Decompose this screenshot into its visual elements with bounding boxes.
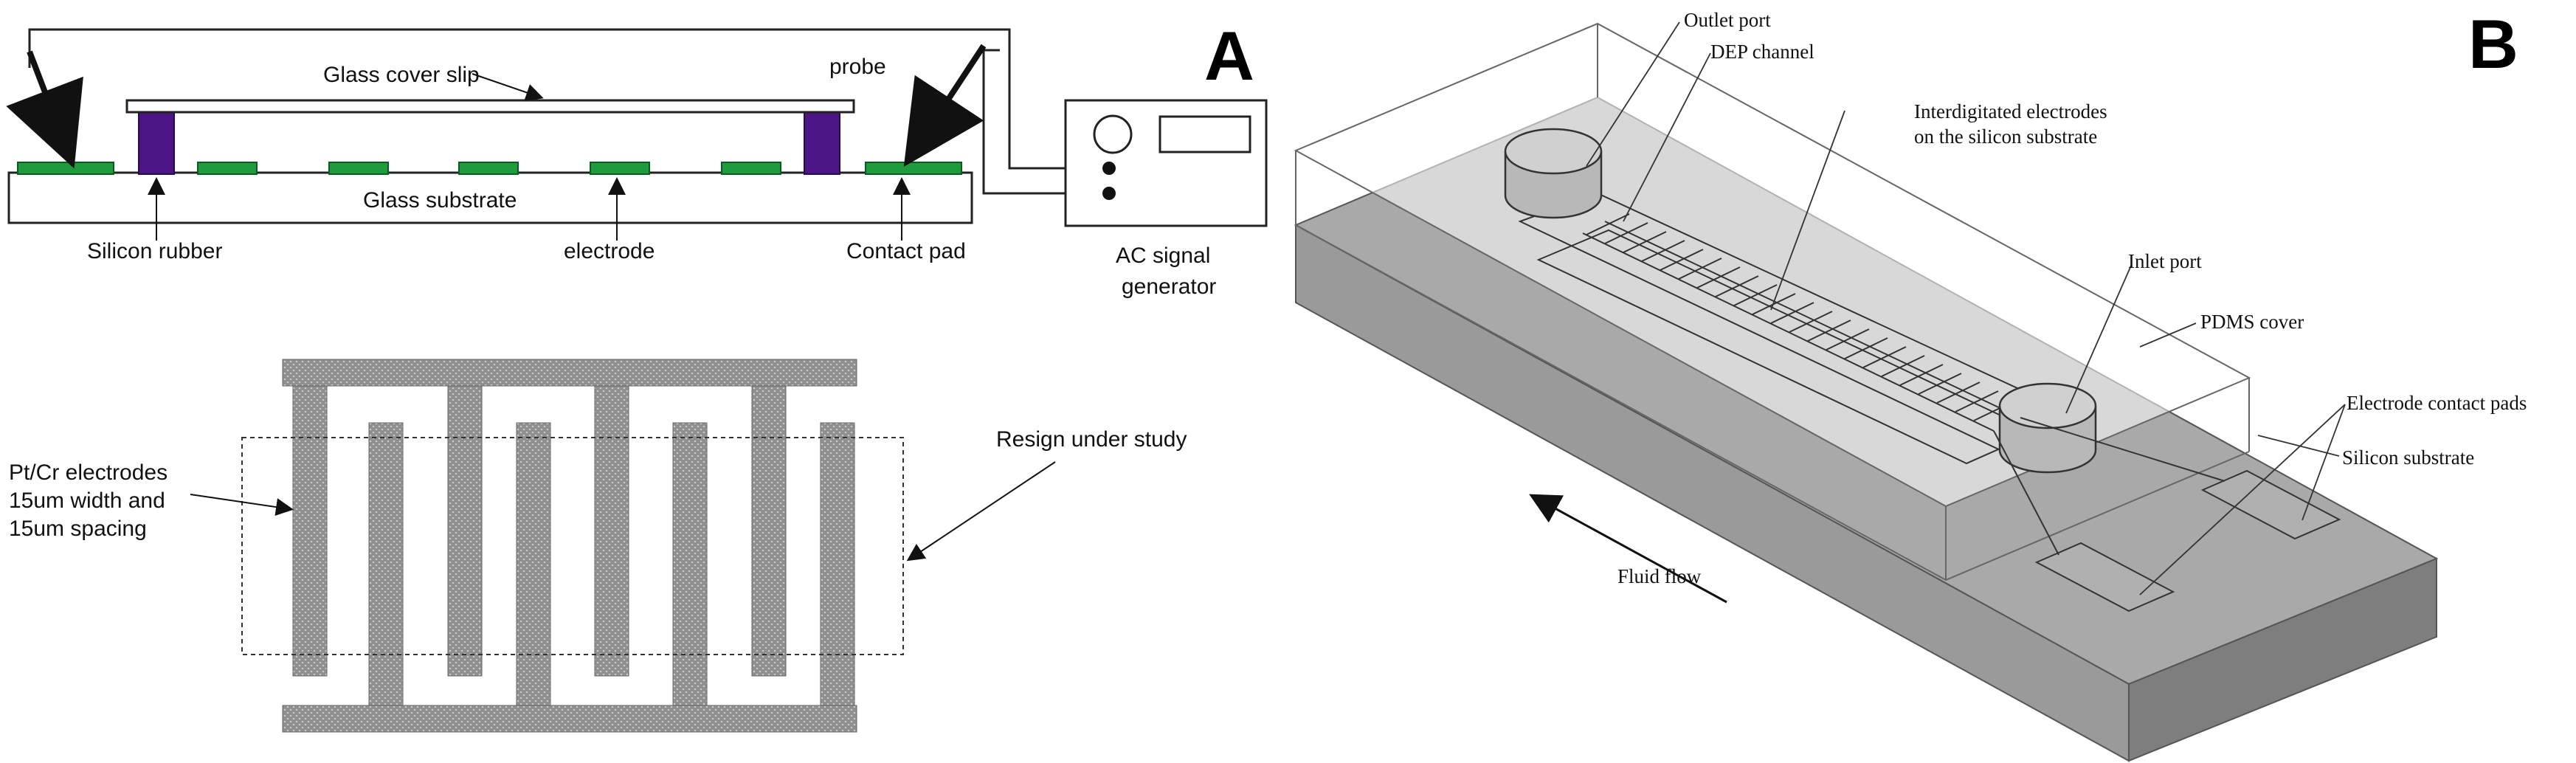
label-electrode-contact-pads: Electrode contact pads	[2347, 392, 2527, 414]
generator-terminal	[1102, 187, 1116, 200]
electrode-finger	[751, 385, 787, 677]
electrode-contact-pad	[2034, 542, 2175, 612]
label-probe: probe	[829, 55, 886, 79]
label-electrodes-line2: 15um width and	[9, 488, 165, 513]
electrode-finger	[594, 385, 629, 677]
glass-cover-slip	[125, 99, 855, 114]
electrode-strip	[458, 162, 519, 175]
inlet-port	[1998, 382, 2097, 474]
outlet-port	[1504, 128, 1603, 219]
probe-wire	[28, 28, 1109, 170]
panel-b-device: Fluid flow Outlet port DEP channel Inter…	[1294, 5, 2527, 762]
substrate-side-face	[2128, 557, 2437, 762]
electrode-finger	[368, 422, 404, 706]
label-pdms-cover: PDMS cover	[2200, 311, 2304, 333]
electrode-finger	[516, 422, 551, 706]
panel-a-electrode-layout: Pt/Cr electrodes 15um width and 15um spa…	[9, 359, 1187, 733]
panel-b-leaders	[1586, 21, 2346, 595]
glass-substrate	[7, 171, 973, 224]
fluid-flow-arrow	[1529, 494, 1727, 604]
silicon-rubber-right	[804, 110, 840, 175]
panel-a-cross-section: Glass cover slip probe Glass substrate S…	[6, 17, 1268, 299]
electrode-lead	[1993, 430, 2059, 556]
silicon-rubber-left	[138, 110, 175, 175]
label-generator: generator	[1122, 275, 1216, 299]
probe-right	[903, 44, 987, 168]
label-silicon-rubber: Silicon rubber	[87, 239, 222, 263]
region-under-study-box	[241, 437, 904, 655]
label-glass-substrate: Glass substrate	[363, 188, 517, 213]
bottom-electrode-fingers	[368, 422, 855, 706]
leader-cover-slip	[472, 73, 544, 101]
label-inlet-port: Inlet port	[2128, 250, 2202, 272]
label-interdigitated-line2: on the silicon substrate	[1914, 125, 2097, 148]
label-contact-pad: Contact pad	[846, 239, 966, 263]
electrode-finger-group	[1586, 213, 2017, 421]
label-dep-channel: DEP channel	[1710, 41, 1814, 63]
label-electrodes-line3: 15um spacing	[9, 517, 147, 541]
electrode-strip	[590, 162, 650, 175]
contact-pad-left	[17, 162, 114, 175]
label-ac-signal: AC signal	[1116, 244, 1210, 268]
label-outlet-port: Outlet port	[1684, 9, 1771, 31]
label-silicon-substrate: Silicon substrate	[2342, 446, 2474, 469]
electrode-strip	[328, 162, 389, 175]
label-region-under-study: Resign under study	[996, 427, 1187, 452]
ac-signal-generator	[1064, 99, 1268, 227]
electrode-finger	[820, 422, 855, 706]
contact-pad-right	[865, 162, 962, 175]
bus-bar-top	[282, 359, 857, 387]
probe-left	[6, 50, 83, 169]
electrode-strip	[721, 162, 781, 175]
panel-letter-b: B	[2468, 5, 2518, 83]
leader-electrodes	[190, 494, 294, 516]
electrode-contact-pad	[2200, 469, 2341, 540]
label-electrodes-line1: Pt/Cr electrodes	[9, 460, 168, 485]
leader-region	[906, 461, 1056, 562]
generator-terminal	[1102, 162, 1116, 175]
top-electrode-fingers	[292, 385, 787, 677]
generator-display	[1158, 115, 1251, 153]
electrode-finger	[672, 422, 708, 706]
electrode-finger	[447, 385, 483, 677]
panel-letter-a: A	[1204, 17, 1254, 94]
electrode-finger	[292, 385, 328, 677]
label-glass-cover-slip: Glass cover slip	[323, 63, 480, 87]
electrode-lead	[2020, 417, 2225, 482]
interdigitated-electrodes	[1582, 213, 2021, 432]
label-interdigitated-line1: Interdigitated electrodes	[1914, 100, 2107, 122]
label-electrode: electrode	[564, 239, 655, 263]
electrode-strip	[197, 162, 258, 175]
generator-dial-icon	[1093, 114, 1133, 154]
bus-bar-bottom	[282, 705, 857, 733]
label-fluid-flow: Fluid flow	[1617, 565, 1702, 587]
